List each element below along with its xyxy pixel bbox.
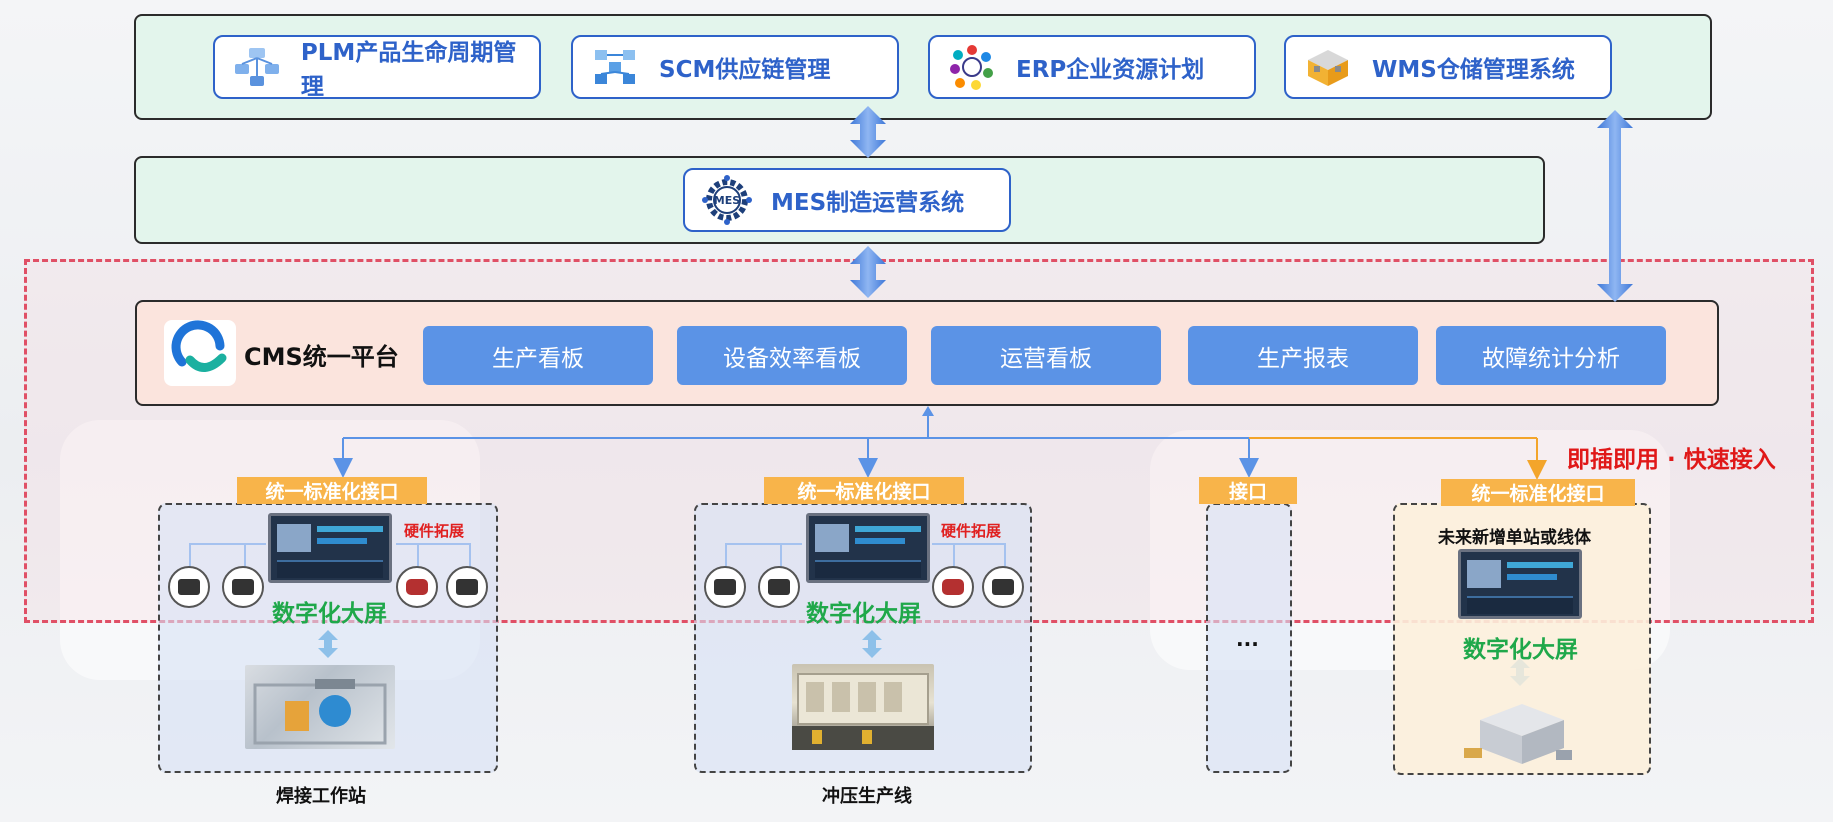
station2-screen-label: 数字化大屏 <box>806 601 921 627</box>
double-arrow-wms-cms <box>1597 110 1633 302</box>
future-machine-image <box>1460 690 1576 770</box>
station1-interface-label: 统一标准化接口 <box>237 477 427 504</box>
station2-hardware-label: 硬件拓展 <box>941 522 1002 540</box>
sensor-camera-icon <box>982 566 1024 608</box>
station2-caption: 冲压生产线 <box>822 786 912 807</box>
warehouse-icon <box>1300 43 1356 91</box>
double-arrow-top-mes <box>850 106 886 158</box>
station2-interface-label: 统一标准化接口 <box>764 477 964 504</box>
erp-system-box[interactable]: ERP企业资源计划 <box>928 35 1256 99</box>
station1-digital-screen[interactable] <box>268 513 392 583</box>
station2-digital-screen[interactable] <box>806 513 930 583</box>
station-generic <box>1206 503 1292 773</box>
station1-hardware-label: 硬件拓展 <box>404 522 465 540</box>
barcode-reader-icon <box>168 566 210 608</box>
plug-and-play-label: 即插即用 · 快速接入 <box>1567 447 1776 473</box>
cms-logo-icon <box>164 320 236 386</box>
module-operations-board[interactable]: 运营看板 <box>931 326 1161 385</box>
scm-system-box[interactable]: SCM供应链管理 <box>571 35 899 99</box>
module-production-board[interactable]: 生产看板 <box>423 326 653 385</box>
wms-system-box[interactable]: WMS仓储管理系统 <box>1284 35 1612 99</box>
station1-caption: 焊接工作站 <box>276 786 366 807</box>
future-digital-screen[interactable] <box>1458 549 1582 619</box>
more-stations-ellipsis: ... <box>1236 627 1259 651</box>
double-arrow-mes-cms <box>850 246 886 298</box>
station1-screen-label: 数字化大屏 <box>272 601 387 627</box>
sensor-camera-icon <box>446 566 488 608</box>
industrial-camera-icon <box>396 566 438 608</box>
module-production-report[interactable]: 生产报表 <box>1188 326 1418 385</box>
barcode-reader-icon <box>704 566 746 608</box>
mes-label: MES制造运营系统 <box>771 190 965 216</box>
scm-label: SCM供应链管理 <box>659 57 831 83</box>
module-equipment-efficiency-board[interactable]: 设备效率看板 <box>677 326 907 385</box>
erp-label: ERP企业资源计划 <box>1016 57 1205 83</box>
future-screen-label: 数字化大屏 <box>1463 637 1578 663</box>
future-interface-label: 统一标准化接口 <box>1441 479 1635 506</box>
stamping-line-image <box>792 664 934 750</box>
cloud-network-icon <box>229 43 285 91</box>
plm-system-box[interactable]: PLM产品生命周期管理 <box>213 35 541 100</box>
mes-icon-text: MES <box>714 194 740 207</box>
mes-gear-icon: MES <box>699 175 755 225</box>
industrial-camera-icon <box>932 566 974 608</box>
handheld-scanner-icon <box>222 566 264 608</box>
future-station-title: 未来新增单站或线体 <box>1438 528 1591 548</box>
handheld-scanner-icon <box>758 566 800 608</box>
wms-label: WMS仓储管理系统 <box>1372 57 1575 83</box>
mes-system-box[interactable]: MES MES制造运营系统 <box>683 168 1011 232</box>
generic-interface-label: 接口 <box>1199 477 1297 504</box>
cms-title: CMS统一平台 <box>244 343 399 371</box>
supply-chain-icon <box>587 43 643 91</box>
erp-wheel-icon <box>944 43 1000 91</box>
welding-station-image <box>245 665 395 749</box>
module-fault-statistics[interactable]: 故障统计分析 <box>1436 326 1666 385</box>
plm-label: PLM产品生命周期管理 <box>300 40 517 100</box>
